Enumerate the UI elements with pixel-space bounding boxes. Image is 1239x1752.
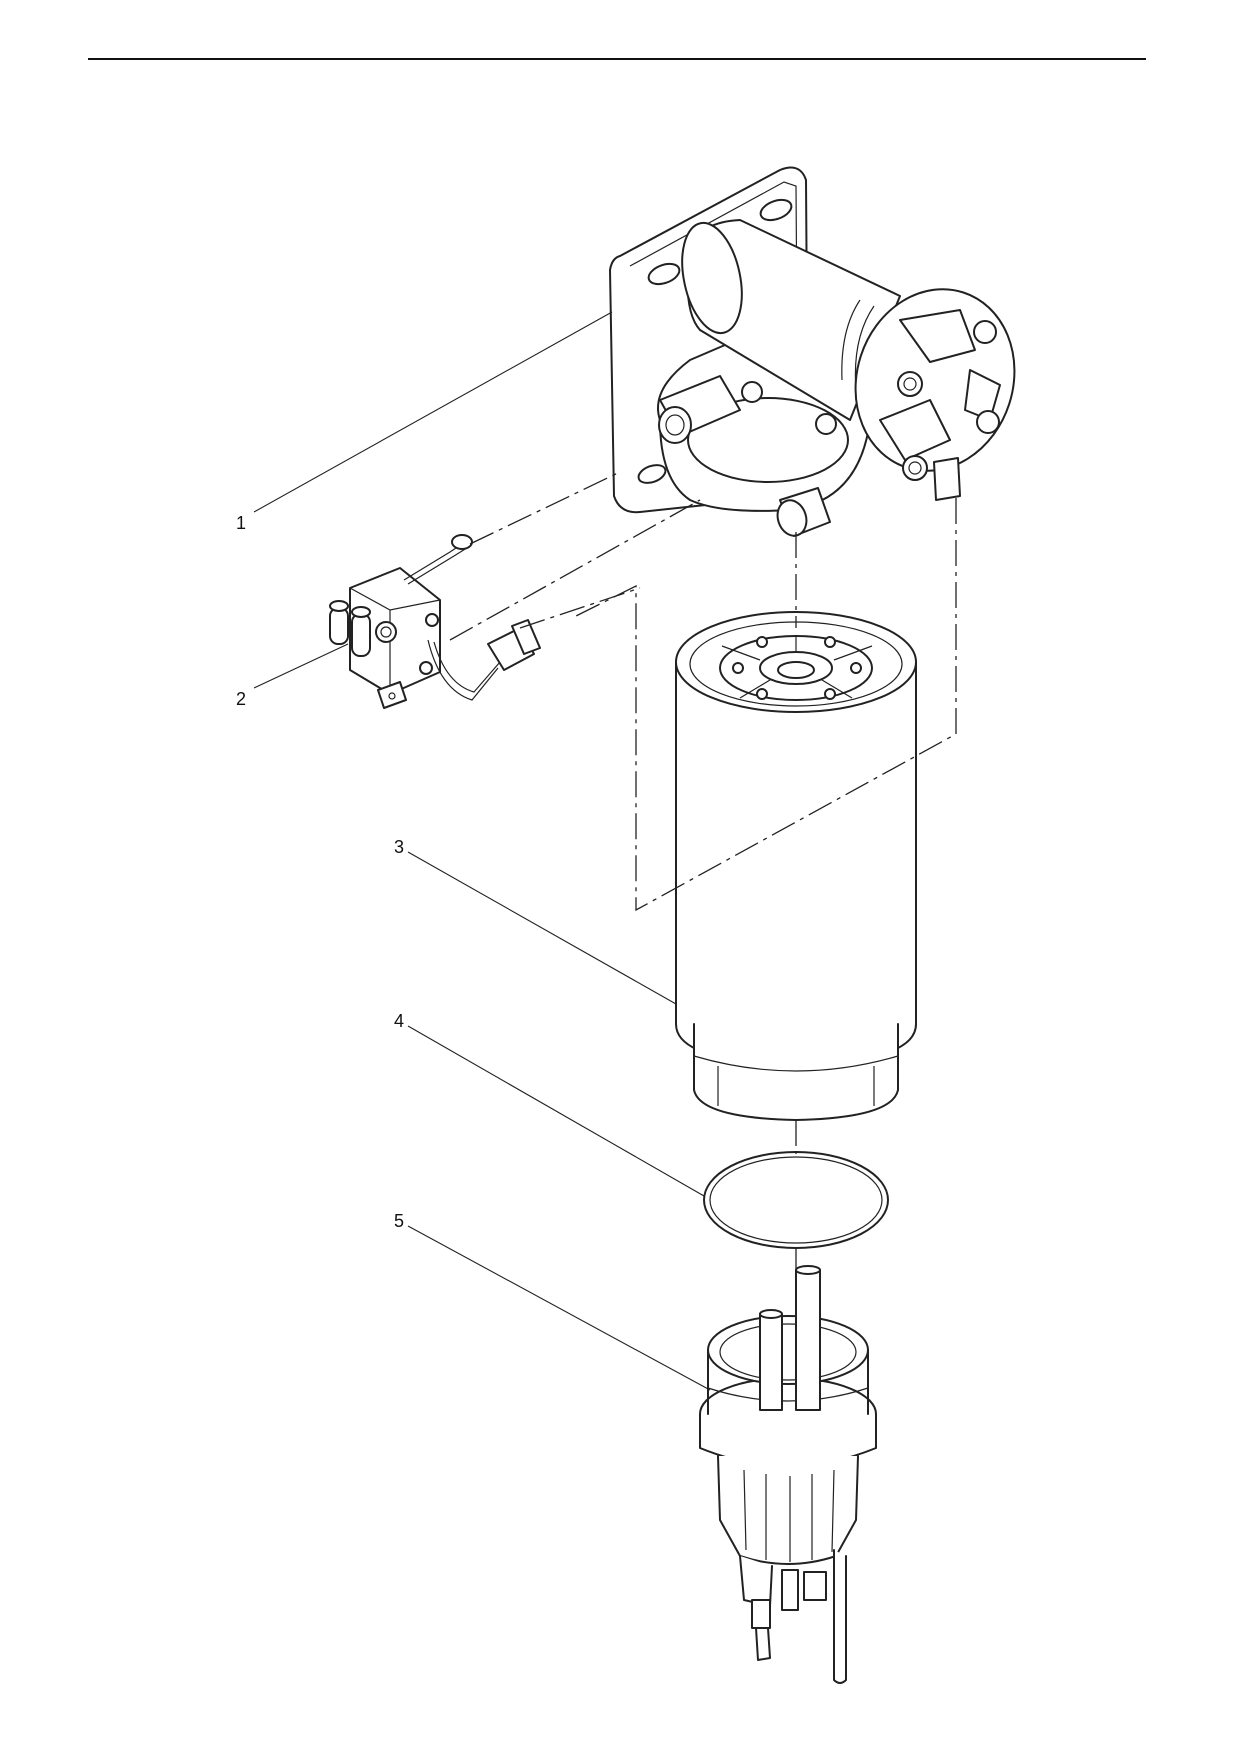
callout-1: 1 (236, 513, 247, 533)
heater-sensor-block (329, 534, 541, 709)
mount-hole-icon (647, 262, 681, 286)
leader-line-2 (253, 643, 349, 689)
leader-line-3 (407, 851, 677, 1005)
inlet-port (658, 406, 692, 444)
bolt-icon (897, 371, 923, 397)
bowl-rim (707, 1315, 869, 1385)
filter-cartridge (675, 611, 917, 1121)
sensor-probe-long (795, 1269, 821, 1411)
cartridge-base (693, 1023, 899, 1121)
bolt-icon (902, 455, 928, 481)
ring-terminal-icon (451, 534, 473, 550)
leader-line-5 (407, 1225, 711, 1391)
cartridge-can (675, 661, 917, 1065)
callout-2: 2 (236, 689, 247, 709)
water-bowl-sensor (699, 1265, 877, 1684)
callout-5: 5 (394, 1211, 405, 1231)
sensor-probe-short (759, 1313, 783, 1411)
drain-valve (751, 1599, 771, 1629)
header-rule (88, 58, 1146, 60)
assembly-lines (449, 471, 957, 1300)
mount-hole-icon (759, 198, 793, 222)
bolt-icon (973, 320, 997, 344)
o-ring-inner (709, 1156, 883, 1244)
bowl-body (717, 1455, 859, 1565)
center-thread (777, 661, 815, 679)
head-seat (687, 397, 849, 483)
callout-4: 4 (394, 1011, 405, 1031)
head-connector (933, 457, 961, 501)
leader-line-1 (253, 311, 613, 513)
mount-hole-icon (637, 464, 667, 484)
o-ring-seal (703, 1151, 889, 1249)
callout-3: 3 (394, 837, 405, 857)
sensor-wire (833, 1549, 847, 1684)
nut-icon (375, 621, 397, 643)
leader-line-4 (407, 1025, 705, 1197)
leader-lines (253, 311, 711, 1391)
bolt-icon (976, 410, 1000, 434)
o-ring-outer (703, 1151, 889, 1249)
filter-head (609, 166, 1016, 537)
